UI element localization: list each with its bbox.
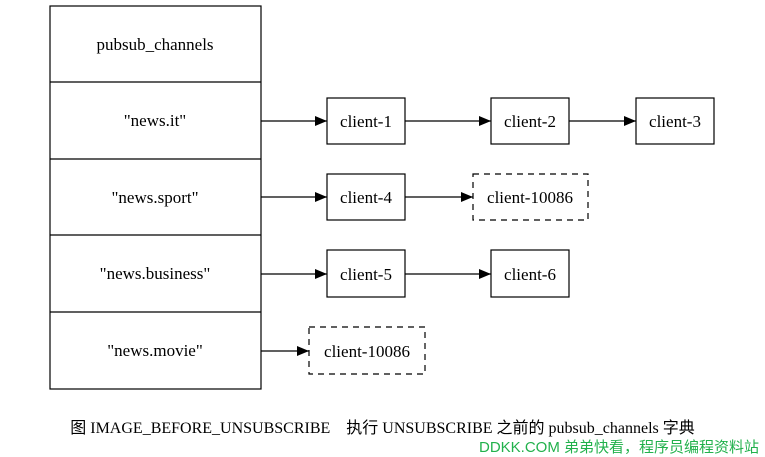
client-node	[635, 97, 715, 145]
dict-key-news-sport: "news.sport"	[111, 188, 198, 207]
dict-key-news-business: "news.business"	[100, 264, 211, 283]
client-node	[490, 249, 570, 298]
client-10086-label: client-10086	[487, 188, 573, 207]
dict-table: pubsub_channels "news.it" "news.sport" "…	[49, 5, 262, 390]
row-news-movie-chain: client-10086	[261, 326, 426, 375]
dict-key-news-it: "news.it"	[124, 111, 187, 130]
client-5-label: client-5	[340, 265, 392, 284]
row-news-it-chain: client-1 client-2 client-3	[261, 97, 715, 145]
client-2-label: client-2	[504, 112, 556, 131]
client-1-label: client-1	[340, 112, 392, 131]
pubsub-channels-diagram: pubsub_channels "news.it" "news.sport" "…	[49, 5, 715, 390]
client-10086-label: client-10086	[324, 342, 410, 361]
client-3-label: client-3	[649, 112, 701, 131]
figure-caption: 图 IMAGE_BEFORE_UNSUBSCRIBE 执行 UNSUBSCRIB…	[70, 420, 695, 437]
client-node-removed	[472, 173, 589, 221]
row-news-business-chain: client-5 client-6	[261, 249, 570, 298]
dict-key-news-movie: "news.movie"	[107, 341, 203, 360]
client-4-label: client-4	[340, 188, 392, 207]
dict-header-label: pubsub_channels	[96, 35, 213, 54]
watermark: DDKK.COM 弟弟快看，程序员编程资料站	[478, 439, 759, 456]
client-6-label: client-6	[504, 265, 556, 284]
row-news-sport-chain: client-4 client-10086	[261, 173, 589, 221]
client-node-removed	[308, 326, 426, 375]
